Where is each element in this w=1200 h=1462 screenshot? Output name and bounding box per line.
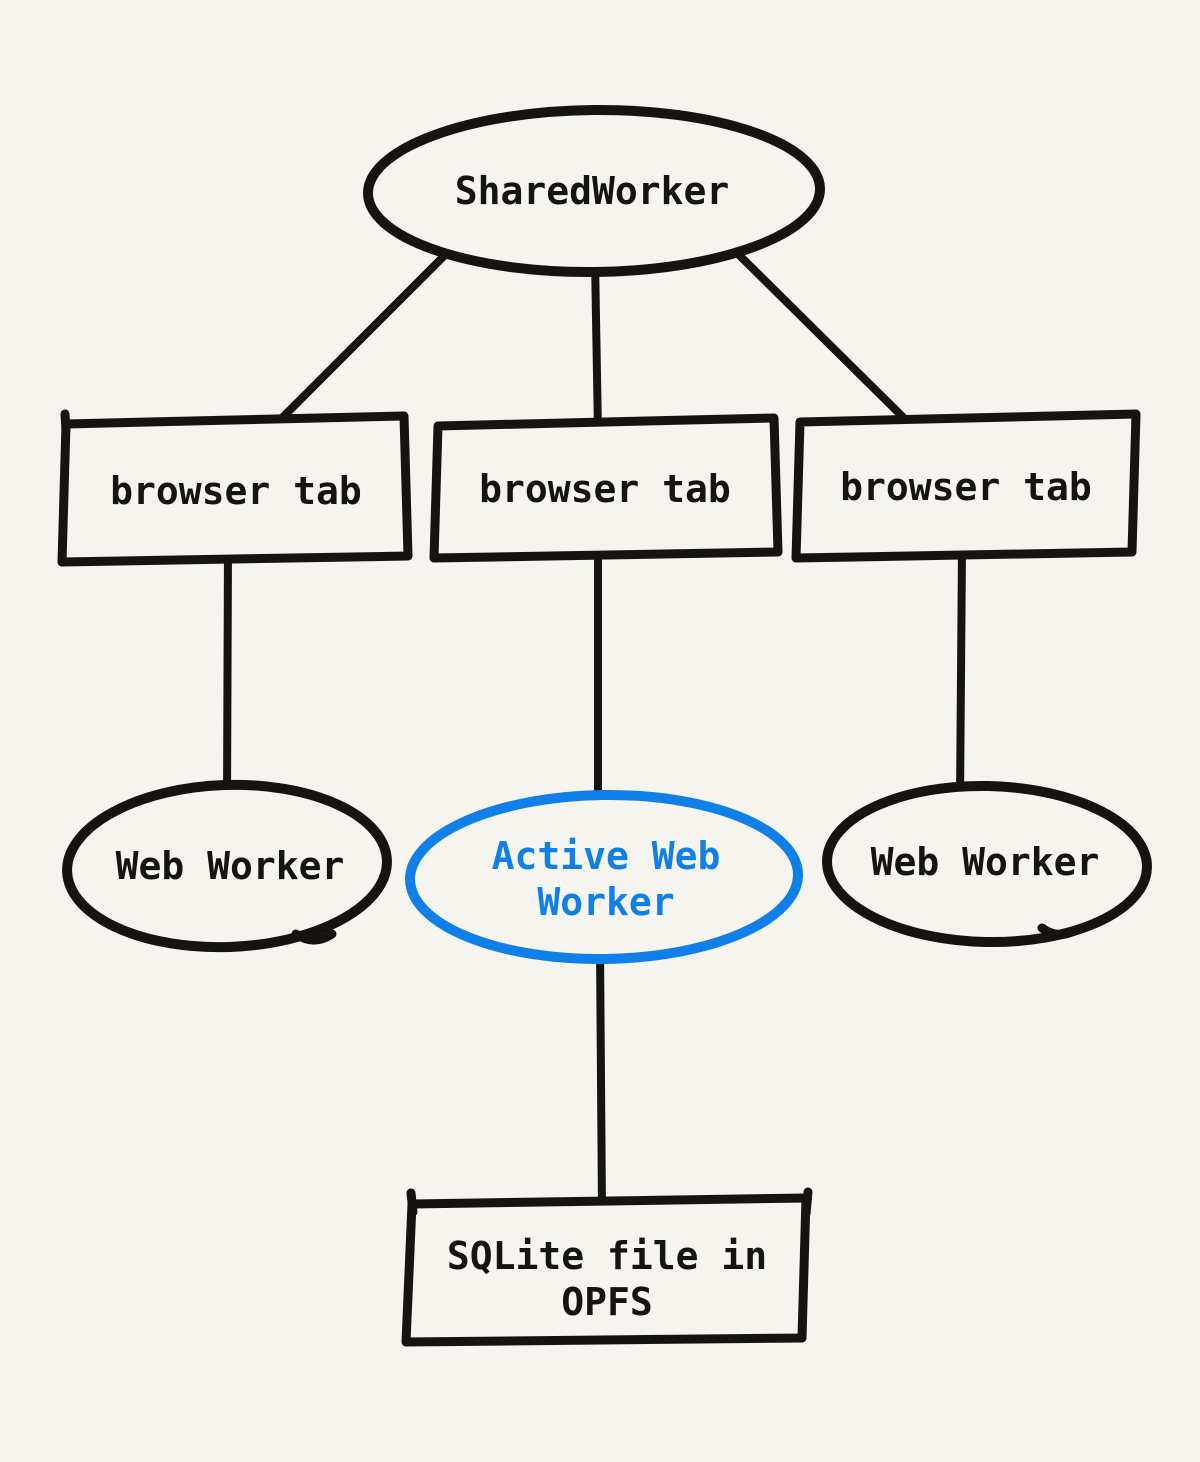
- browser-tab-1-label: browser tab: [110, 469, 362, 513]
- edge-active-webworker-sqlite: [596, 944, 606, 1216]
- edge-tab1-webworker-left: [223, 546, 232, 804]
- web-worker-left-pen-tail: [291, 929, 337, 945]
- browser-tab-1-corner-stroke: [60, 409, 71, 435]
- node-sqlite-file: SQLite file in OPFS: [401, 1187, 813, 1347]
- sqlite-file-box: [401, 1193, 811, 1347]
- browser-tab-2-box: [429, 413, 783, 563]
- node-active-web-worker: Active Web Worker: [405, 789, 803, 965]
- sqlite-file-label-line2: OPFS: [561, 1280, 653, 1324]
- edge-sharedworker-tab3: [728, 244, 922, 436]
- browser-tab-3-box: [791, 409, 1141, 563]
- shared-worker-label: SharedWorker: [455, 169, 730, 213]
- shared-worker-ellipse: [363, 104, 825, 278]
- node-web-worker-right: Web Worker: [822, 780, 1152, 948]
- web-worker-right-label: Web Worker: [871, 840, 1100, 884]
- node-web-worker-left: Web Worker: [62, 779, 392, 953]
- diagram-edges: [223, 244, 966, 1216]
- web-worker-left-ellipse: [62, 779, 392, 953]
- edge-sharedworker-tab2: [591, 256, 602, 436]
- web-worker-left-label: Web Worker: [116, 844, 345, 888]
- active-web-worker-label-line2: Worker: [537, 880, 674, 924]
- sqlite-file-corner-stroke-left: [406, 1188, 418, 1217]
- browser-tab-1-box: [57, 411, 413, 567]
- browser-tab-3-label: browser tab: [840, 465, 1092, 509]
- node-browser-tab-1: browser tab: [57, 409, 413, 567]
- node-shared-worker: SharedWorker: [363, 104, 825, 278]
- edge-tab3-webworker-right: [956, 544, 966, 804]
- active-web-worker-label-line1: Active Web: [492, 834, 721, 878]
- sqlite-file-corner-stroke-right: [801, 1187, 813, 1219]
- sqlite-file-label-line1: SQLite file in: [447, 1234, 767, 1278]
- node-browser-tab-2: browser tab: [429, 413, 783, 563]
- web-worker-right-ellipse: [822, 780, 1152, 948]
- web-worker-right-pen-tail: [1037, 923, 1081, 939]
- edge-sharedworker-tab1: [264, 244, 456, 436]
- browser-tab-2-label: browser tab: [479, 467, 731, 511]
- node-browser-tab-3: browser tab: [791, 409, 1141, 563]
- active-web-worker-ellipse: [405, 789, 803, 965]
